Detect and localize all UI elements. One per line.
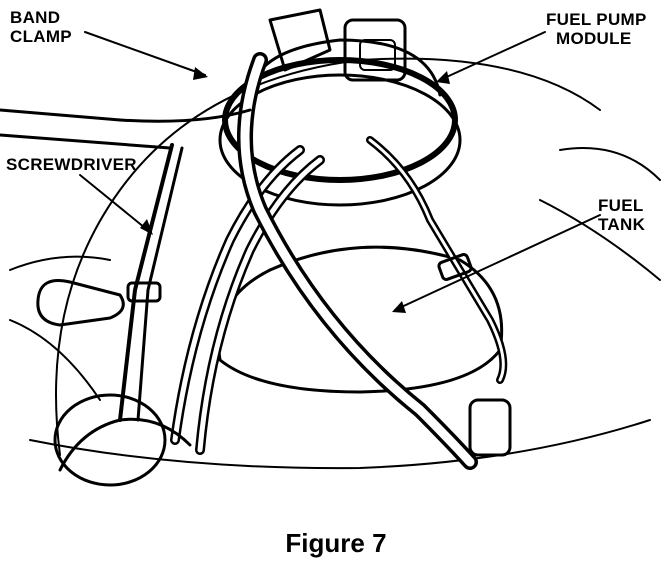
hose-clip bbox=[437, 253, 473, 281]
frame-rail-lower bbox=[0, 133, 172, 150]
hand-fingers bbox=[58, 417, 192, 472]
band-clamp-label: BAND CLAMP bbox=[10, 8, 72, 46]
module-fitting bbox=[268, 8, 332, 72]
tank-shell-contour bbox=[55, 57, 601, 456]
screwdriver-shaft-2 bbox=[136, 146, 184, 422]
tank-slot bbox=[36, 279, 125, 327]
module-flange bbox=[218, 73, 462, 207]
screwdriver-handle-hand bbox=[53, 393, 167, 487]
screwdriver-clip bbox=[126, 281, 162, 303]
screwdriver-shaft bbox=[118, 143, 174, 422]
figure-caption: Figure 7 bbox=[285, 528, 387, 558]
fuel-pump-module-label-line1: FUEL PUMP bbox=[546, 10, 647, 29]
module-connector bbox=[343, 18, 407, 82]
leader-band-clamp bbox=[84, 31, 206, 76]
tank-right-ridge bbox=[539, 199, 661, 281]
tube-connector bbox=[468, 398, 512, 457]
band-clamp-label-line1: BAND bbox=[10, 8, 61, 27]
fuel-pump-module-label: FUEL PUMP MODULE bbox=[546, 10, 647, 48]
tank-right-contour bbox=[559, 147, 661, 181]
module-connector-inner bbox=[359, 39, 396, 71]
arrow-fuel-pump-module bbox=[436, 71, 450, 84]
band-clamp-label-line2: CLAMP bbox=[10, 27, 72, 46]
fuel-tank-label-line2: TANK bbox=[598, 215, 646, 234]
fuel-pump-module-label-line2: MODULE bbox=[556, 29, 632, 48]
fuel-tank-label-line1: FUEL bbox=[598, 196, 644, 215]
arrow-fuel-tank bbox=[392, 301, 406, 313]
vent-tube-inner bbox=[368, 138, 505, 382]
frame-rail bbox=[0, 108, 252, 123]
arrow-screwdriver bbox=[140, 219, 153, 235]
tank-left-ridge-2 bbox=[9, 319, 101, 401]
leader-fuel-pump-module bbox=[439, 31, 546, 81]
tank-dome bbox=[217, 245, 504, 394]
arrow-band-clamp bbox=[193, 67, 208, 80]
wire-harness-large-inner bbox=[240, 55, 475, 467]
wire-harness-large bbox=[237, 52, 478, 470]
fuel-line-mid-inner bbox=[197, 157, 323, 453]
fuel-tank-label: FUEL TANK bbox=[598, 196, 645, 234]
leader-fuel-tank bbox=[394, 214, 601, 311]
fuel-line-left-inner bbox=[172, 147, 303, 443]
tank-lower-contour bbox=[29, 419, 651, 470]
tank-left-ridge bbox=[9, 255, 111, 271]
leader-screwdriver bbox=[79, 174, 151, 233]
screwdriver-label: SCREWDRIVER bbox=[6, 155, 137, 174]
screwdriver-label-text: SCREWDRIVER bbox=[6, 155, 137, 174]
